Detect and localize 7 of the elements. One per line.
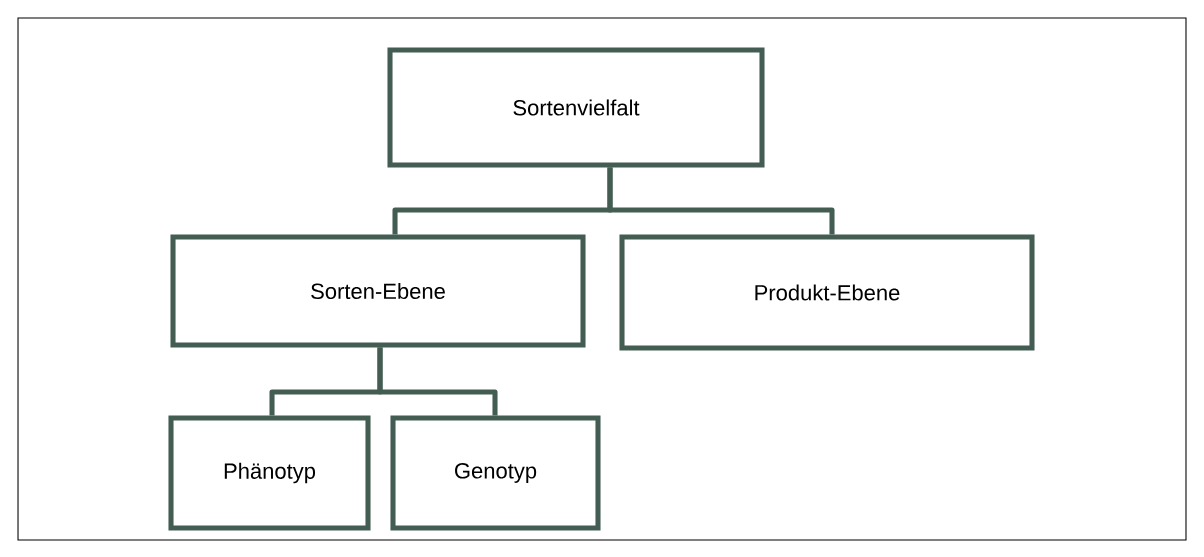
box: Sorten-Ebene bbox=[170, 234, 586, 348]
box: Produkt-Ebene bbox=[619, 234, 1035, 351]
connector bbox=[377, 347, 498, 416]
box: Sortenvielfalt bbox=[387, 47, 765, 168]
box: Phänotyp bbox=[168, 415, 371, 531]
connector bbox=[607, 167, 835, 235]
box: Genotyp bbox=[390, 415, 601, 531]
